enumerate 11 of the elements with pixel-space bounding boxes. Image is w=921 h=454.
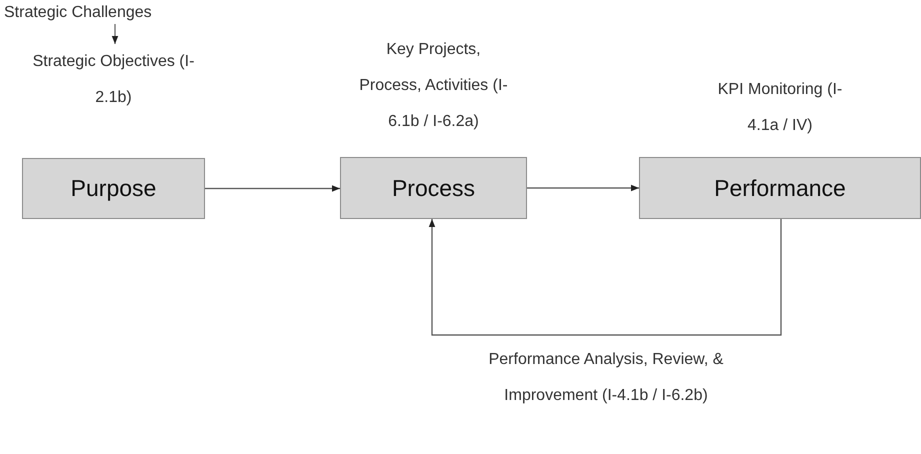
arrow	[112, 24, 118, 44]
node-heading: KPI Monitoring (I-4.1a / IV)	[716, 80, 844, 136]
arrow	[527, 184, 639, 192]
process-box: Process	[340, 157, 527, 219]
arrow	[428, 219, 782, 336]
arrow	[205, 185, 340, 192]
process-box: Performance	[639, 157, 921, 219]
node-heading: Key Projects, Process, Activities (I-6.1b / I-6.2a)	[358, 40, 508, 132]
process-box: Purpose	[22, 158, 205, 219]
text-label: Strategic Challenges	[4, 2, 152, 24]
node-heading: Strategic Objectives (I-2.1b)	[32, 52, 196, 108]
